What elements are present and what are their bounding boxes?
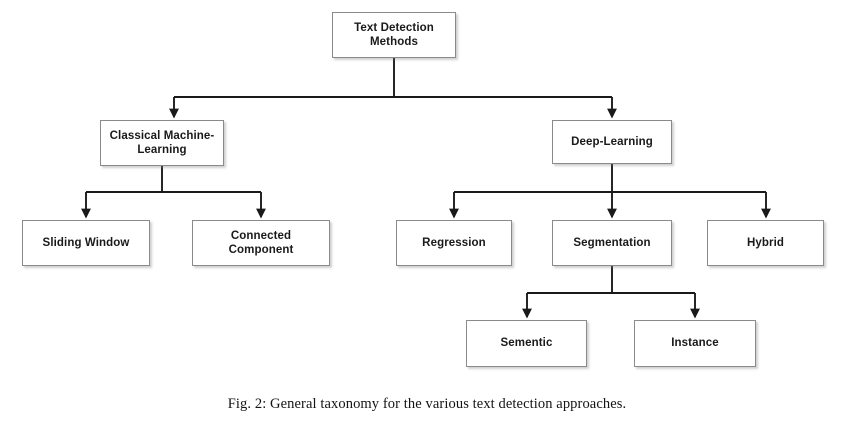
node-label: Segmentation xyxy=(573,236,651,249)
node-instance: Instance xyxy=(634,320,756,367)
node-connected-component: Connected Component xyxy=(192,220,330,266)
node-label: Sliding Window xyxy=(42,236,130,249)
node-semantic: Sementic xyxy=(466,320,587,367)
node-hybrid: Hybrid xyxy=(707,220,824,266)
node-label: Sementic xyxy=(500,337,553,350)
node-label: Regression xyxy=(422,236,486,249)
node-label: Instance xyxy=(671,337,719,350)
node-sliding-window: Sliding Window xyxy=(22,220,150,266)
node-regression: Regression xyxy=(396,220,512,266)
node-deep-learning: Deep-Learning xyxy=(552,120,672,164)
node-label: Connected Component xyxy=(228,229,294,256)
node-text-detection-methods: Text Detection Methods xyxy=(332,12,456,58)
node-label: Deep-Learning xyxy=(571,135,653,148)
node-classical-machine-learning: Classical Machine- Learning xyxy=(100,120,224,166)
node-segmentation: Segmentation xyxy=(552,220,672,266)
node-label: Classical Machine- Learning xyxy=(109,129,215,156)
node-label: Hybrid xyxy=(746,236,785,249)
figure-caption: Fig. 2: General taxonomy for the various… xyxy=(227,396,627,412)
node-label: Text Detection Methods xyxy=(354,21,434,48)
